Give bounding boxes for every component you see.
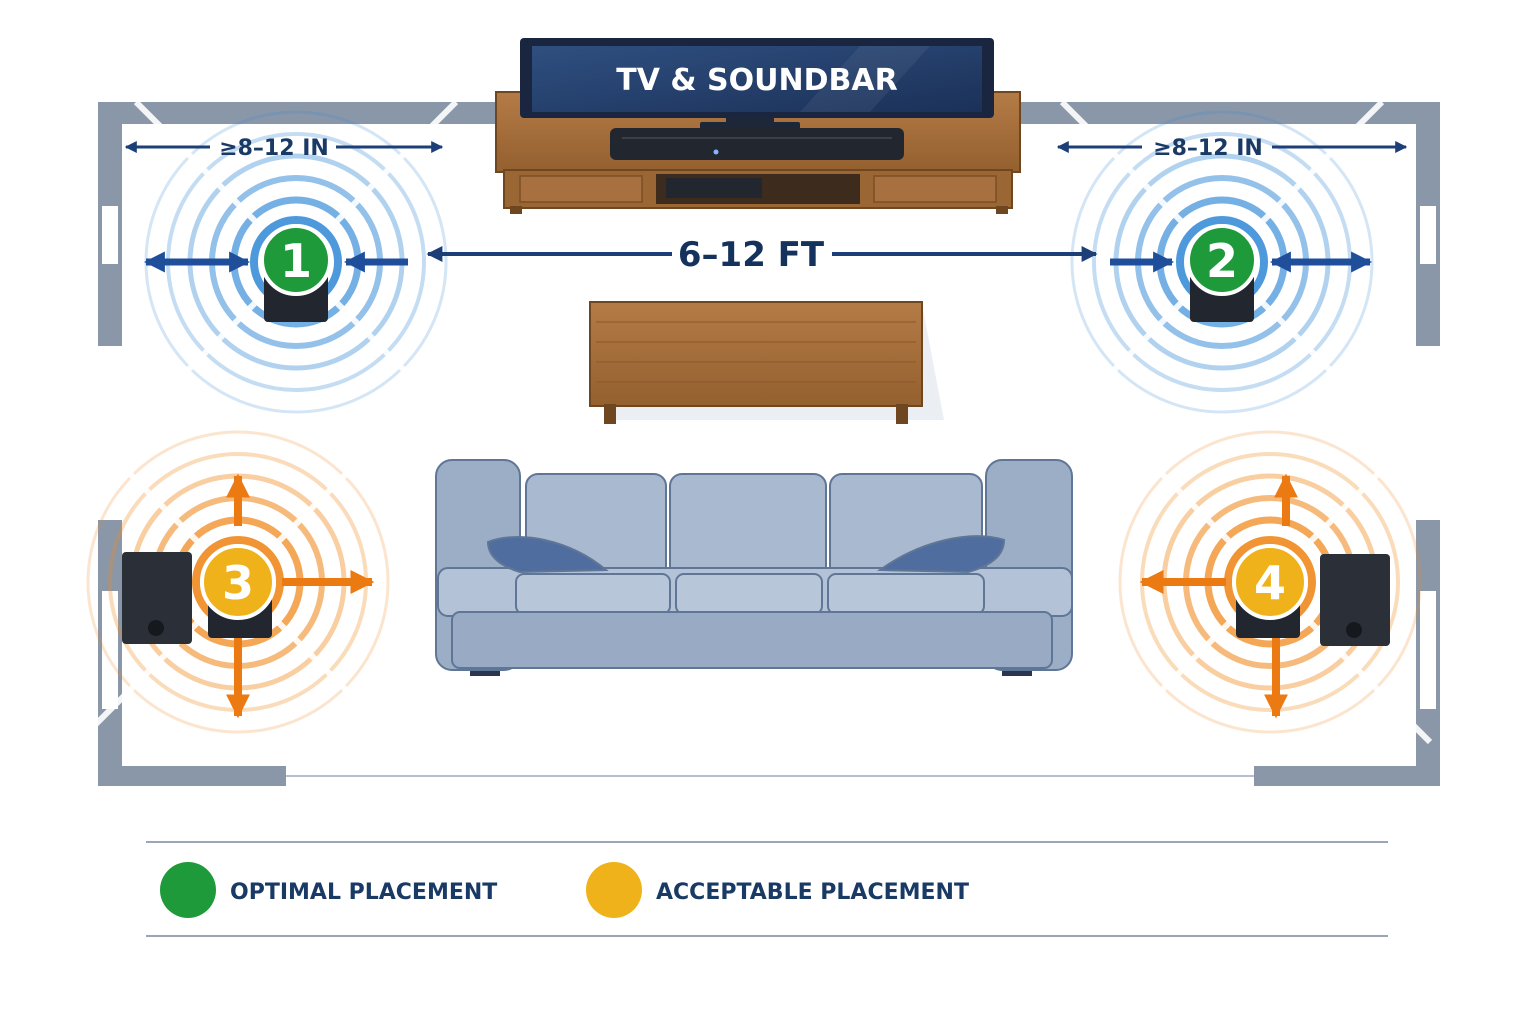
cabinet-door-left xyxy=(519,175,643,203)
badge-2 xyxy=(1186,224,1258,296)
window-right-upper xyxy=(1418,204,1438,266)
soundbar xyxy=(610,128,904,160)
throw-pillow-right xyxy=(876,535,1006,574)
legend-acceptable-label: ACCEPTABLE PLACEMENT xyxy=(656,880,969,905)
placement-4[interactable]: 4 xyxy=(1107,419,1433,745)
cabinet-foot-right xyxy=(996,206,1008,214)
bottom-wall-left xyxy=(98,766,286,786)
dim-right-label: ≥8–12 IN xyxy=(1153,136,1263,161)
speaker-3-cabinet xyxy=(122,552,192,644)
soundbar-body xyxy=(610,128,904,160)
sofa-back-cushion-2 xyxy=(669,473,827,579)
legend-acceptable-swatch xyxy=(586,862,642,918)
wave-cuts-2 xyxy=(1059,99,1385,425)
coffee-table xyxy=(589,301,944,424)
throw-pillow-left xyxy=(486,536,609,574)
sofa-seat-cushion-3 xyxy=(827,573,985,615)
dim-left-label: ≥8–12 IN xyxy=(219,136,329,161)
media-console xyxy=(666,178,762,198)
soundbar-led xyxy=(713,149,719,155)
legend-optimal-swatch xyxy=(160,862,216,918)
speaker-4-woofer xyxy=(1346,622,1362,638)
window-frames xyxy=(100,204,1438,711)
speaker-3-woofer xyxy=(148,620,164,636)
top-wall-right xyxy=(1018,102,1440,124)
screen-glare xyxy=(800,46,930,112)
badge-4 xyxy=(1232,544,1308,620)
badge-3 xyxy=(200,544,276,620)
legend: OPTIMAL PLACEMENT ACCEPTABLE PLACEMENT xyxy=(146,841,1388,937)
badge-4-number: 4 xyxy=(1254,556,1286,610)
bottom-wall-right xyxy=(1254,766,1440,786)
dimension-right-wall-gap: ≥8–12 IN xyxy=(1056,136,1408,161)
sofa-seat-cushion-2 xyxy=(675,573,823,615)
placement-3[interactable]: 3 xyxy=(75,419,401,745)
television: TV & SOUNDBAR xyxy=(520,38,994,130)
dim-between-label: 6–12 FT xyxy=(678,235,825,275)
table-wood-grain xyxy=(596,321,916,383)
table-leg-right xyxy=(896,404,908,424)
cabinet-door-right xyxy=(873,175,997,203)
legend-optimal-label: OPTIMAL PLACEMENT xyxy=(230,880,497,905)
table-top xyxy=(589,301,923,407)
cabinet-foot-left xyxy=(510,206,522,214)
placement-2[interactable]: 2 xyxy=(1059,99,1385,425)
sofa-seat-cushion-1 xyxy=(515,573,671,615)
dimension-left-wall-gap: ≥8–12 IN xyxy=(124,136,444,161)
speaker-4-cabinet xyxy=(1320,554,1390,646)
table-leg-left xyxy=(604,404,616,424)
badge-2-number: 2 xyxy=(1206,234,1238,288)
sofa-base xyxy=(451,611,1053,669)
badge-3-number: 3 xyxy=(222,556,254,610)
tv-screen xyxy=(532,46,982,112)
window-left-upper xyxy=(100,204,120,266)
sofa xyxy=(435,459,1073,676)
wave-cuts-1 xyxy=(133,99,459,425)
top-wall-left xyxy=(98,102,502,124)
badge-1 xyxy=(260,224,332,296)
tv-label: TV & SOUNDBAR xyxy=(616,63,897,98)
badge-1-number: 1 xyxy=(280,234,312,288)
window-right-lower xyxy=(1418,589,1438,711)
dimension-between-speakers: 6–12 FT xyxy=(426,235,1098,275)
placement-1[interactable]: 1 xyxy=(133,99,459,425)
